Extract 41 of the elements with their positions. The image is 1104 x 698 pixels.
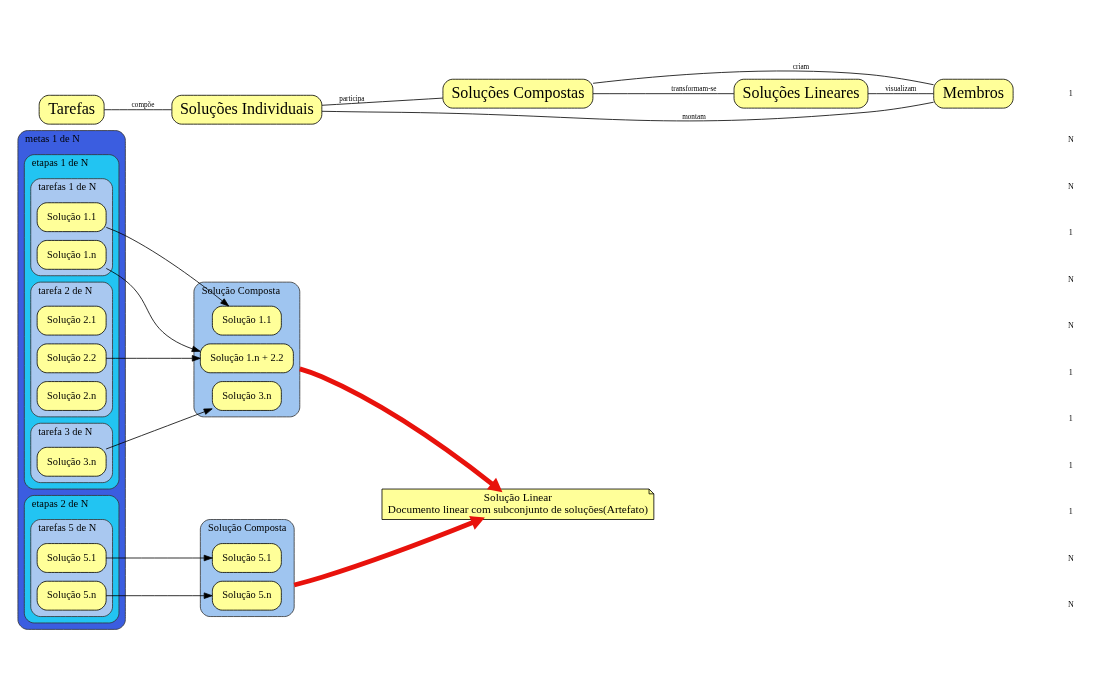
node-box: Solução 1.n + 2.2 xyxy=(199,343,294,373)
connector xyxy=(592,70,934,85)
node-box: Solução 5.n xyxy=(36,580,107,611)
label: 1 xyxy=(1068,227,1073,237)
connector xyxy=(321,101,934,121)
node-box: Solução 1.1 xyxy=(36,201,107,232)
node-box: Solução 3.n xyxy=(212,380,282,411)
node-box: Solução 5.n xyxy=(212,580,282,611)
label: 1 xyxy=(1068,506,1073,516)
label: 1 xyxy=(1068,367,1073,377)
node-box: Solução 1.n xyxy=(36,239,107,270)
node-box: Solução 1.1 xyxy=(212,305,282,335)
label: 1 xyxy=(1068,460,1073,470)
node-box: Soluções Lineares xyxy=(733,78,869,109)
node-box: Solução 2.2 xyxy=(36,343,107,373)
arrow xyxy=(299,366,503,492)
arrow xyxy=(105,592,213,599)
connector xyxy=(592,92,735,94)
label: N xyxy=(1067,181,1074,191)
node-box: Solução 2.1 xyxy=(36,305,107,335)
connector xyxy=(321,97,444,106)
label: N xyxy=(1067,274,1074,284)
label: N xyxy=(1067,134,1074,144)
connector xyxy=(103,108,172,110)
node-box: Solução 5.1 xyxy=(212,542,282,573)
label: 1 xyxy=(1068,413,1073,423)
node-box: Soluções Individuais xyxy=(171,94,323,125)
node-box: Solução 3.n xyxy=(36,446,107,477)
label: N xyxy=(1067,553,1074,563)
node-box: Tarefas xyxy=(38,94,105,125)
label: 1 xyxy=(1068,88,1073,98)
node-box: Soluções Compostas xyxy=(442,78,594,109)
arrow xyxy=(293,515,485,587)
label: N xyxy=(1067,320,1074,330)
node-box: Solução 2.n xyxy=(36,380,107,411)
arrow xyxy=(105,554,213,561)
node-box: Solução 5.1 xyxy=(36,542,107,573)
connector xyxy=(867,92,934,94)
label: N xyxy=(1067,599,1074,609)
arrow xyxy=(105,354,201,362)
node-box: Membros xyxy=(933,78,1014,109)
